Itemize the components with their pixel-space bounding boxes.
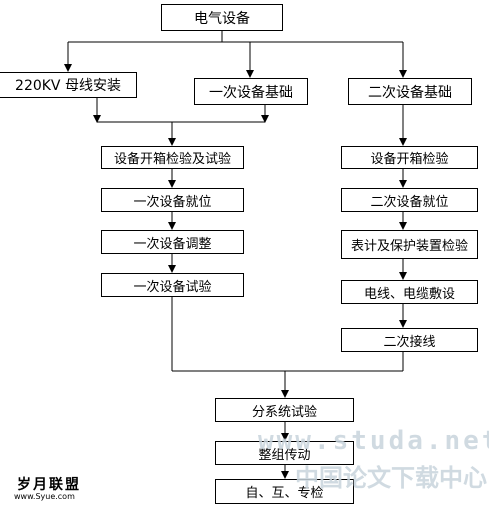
node-self-mutual-special-check: 自、互、专检 (215, 479, 354, 504)
node-primary-adjust: 一次设备调整 (101, 230, 244, 254)
node-secondary-wiring: 二次接线 (341, 328, 478, 352)
node-secondary-unpack: 设备开箱检验 (341, 146, 478, 169)
logo-name: 岁月联盟 (17, 477, 81, 493)
node-electrical-equipment: 电气设备 (161, 4, 283, 31)
node-busbar-install: 220KV 母线安装 (0, 72, 137, 98)
logo-url: www.Syue.com (14, 492, 75, 501)
node-primary-position: 一次设备就位 (101, 188, 244, 212)
node-primary-test: 一次设备试验 (101, 273, 244, 297)
node-secondary-position: 二次设备就位 (341, 188, 478, 212)
node-meter-protection-check: 表计及保护装置检验 (341, 230, 478, 259)
node-subsystem-test: 分系统试验 (215, 398, 354, 422)
node-primary-foundation: 一次设备基础 (194, 78, 308, 105)
node-primary-unpack: 设备开箱检验及试验 (101, 146, 244, 169)
node-secondary-foundation: 二次设备基础 (348, 78, 472, 105)
node-cable-laying: 电线、电缆敷设 (341, 280, 478, 304)
watermark-name: 中国论文下载中心 (295, 464, 487, 492)
watermark-site: www.studa.net (258, 426, 489, 456)
node-group-drive: 整组传动 (215, 441, 354, 465)
